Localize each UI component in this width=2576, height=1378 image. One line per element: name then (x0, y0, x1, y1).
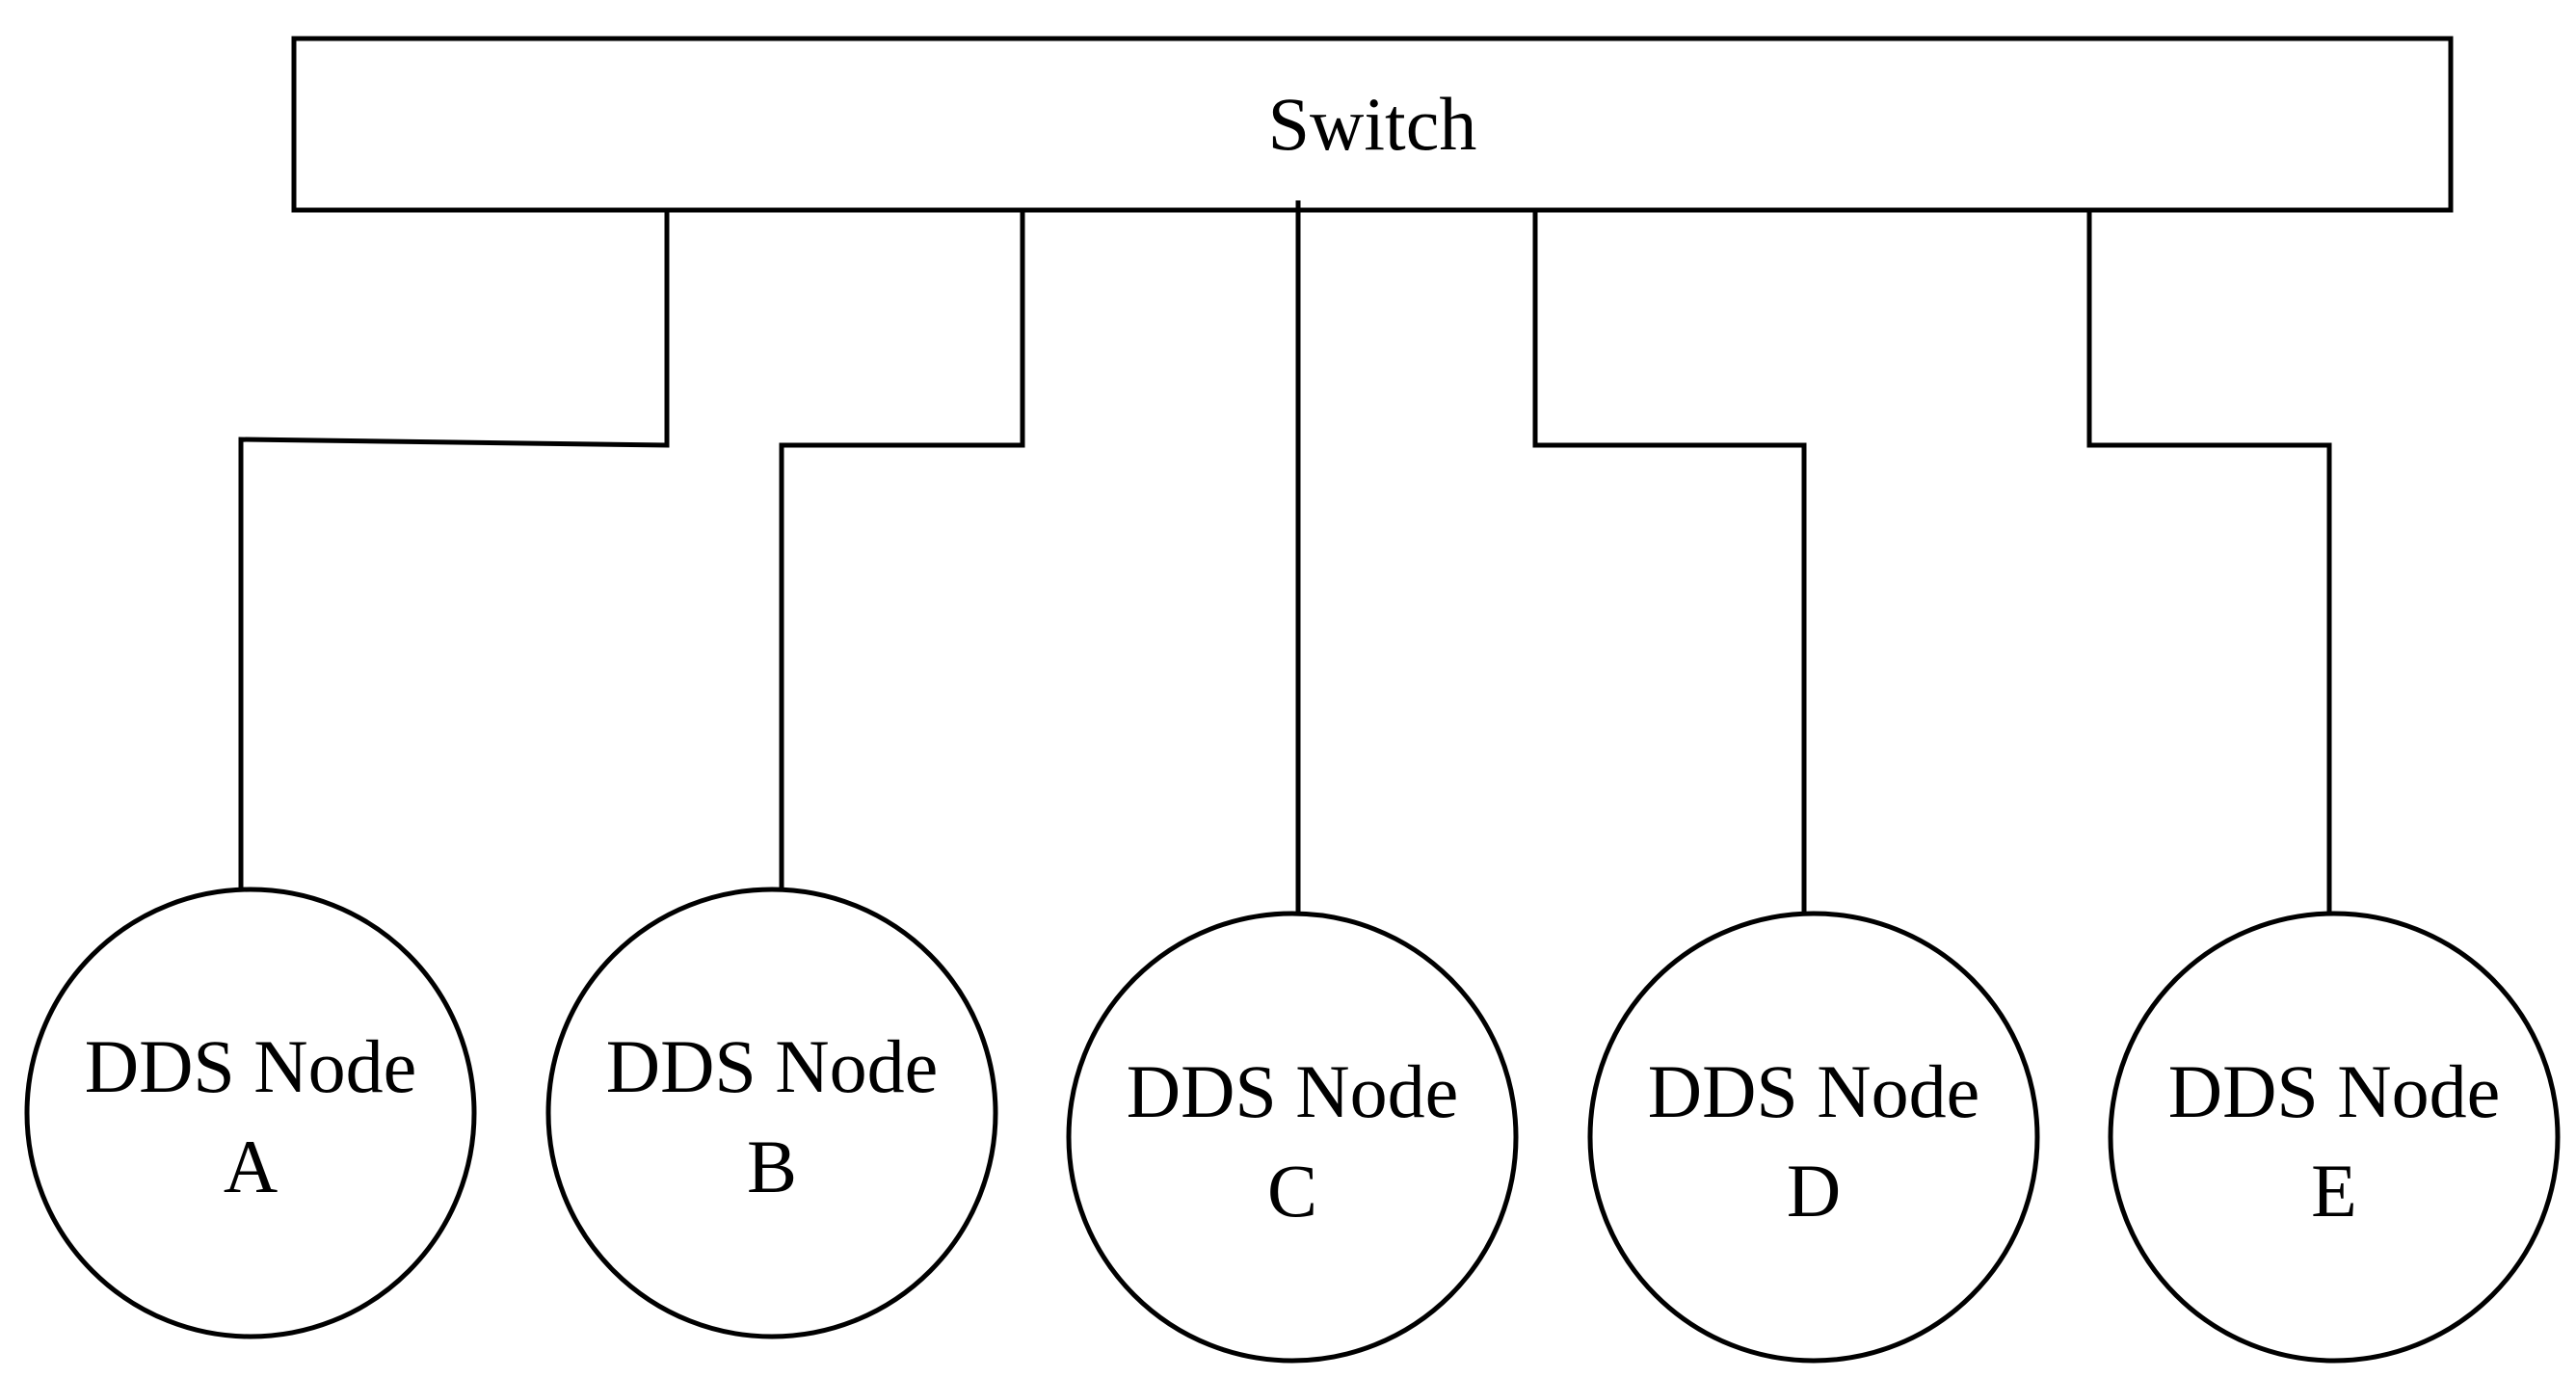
node-b-circle (545, 887, 998, 1339)
node-d-label-line1: DDS Node (1648, 1049, 1980, 1133)
node-e: DDS Node E (2108, 911, 2561, 1364)
node-c-label-line1: DDS Node (1127, 1049, 1459, 1133)
node-b-label-line1: DDS Node (606, 1024, 939, 1108)
node-a-label-line2: A (224, 1125, 278, 1208)
switch-box (291, 36, 2454, 213)
node-d-circle (1587, 911, 2040, 1364)
node-e-circle (2108, 911, 2561, 1364)
node-d: DDS Node D (1587, 911, 2040, 1364)
node-a-label-line1: DDS Node (85, 1024, 417, 1108)
connection-b (779, 210, 1025, 888)
node-b-label-line2: B (747, 1125, 797, 1208)
node-e-label-line2: E (2311, 1149, 2357, 1232)
connection-e (2086, 210, 2332, 912)
node-b: DDS Node B (545, 887, 998, 1339)
switch: Switch (291, 36, 2454, 213)
node-a: DDS Node A (24, 887, 477, 1339)
node-c: DDS Node C (1066, 911, 1519, 1364)
node-c-circle (1066, 911, 1519, 1364)
connection-a (238, 210, 670, 888)
connections (238, 200, 2332, 912)
switch-label: Switch (1268, 82, 1477, 166)
node-a-circle (24, 887, 477, 1339)
node-d-label-line2: D (1787, 1149, 1841, 1232)
connection-d (1532, 210, 1807, 912)
node-e-label-line1: DDS Node (2168, 1049, 2501, 1133)
node-c-label-line2: C (1267, 1149, 1317, 1232)
